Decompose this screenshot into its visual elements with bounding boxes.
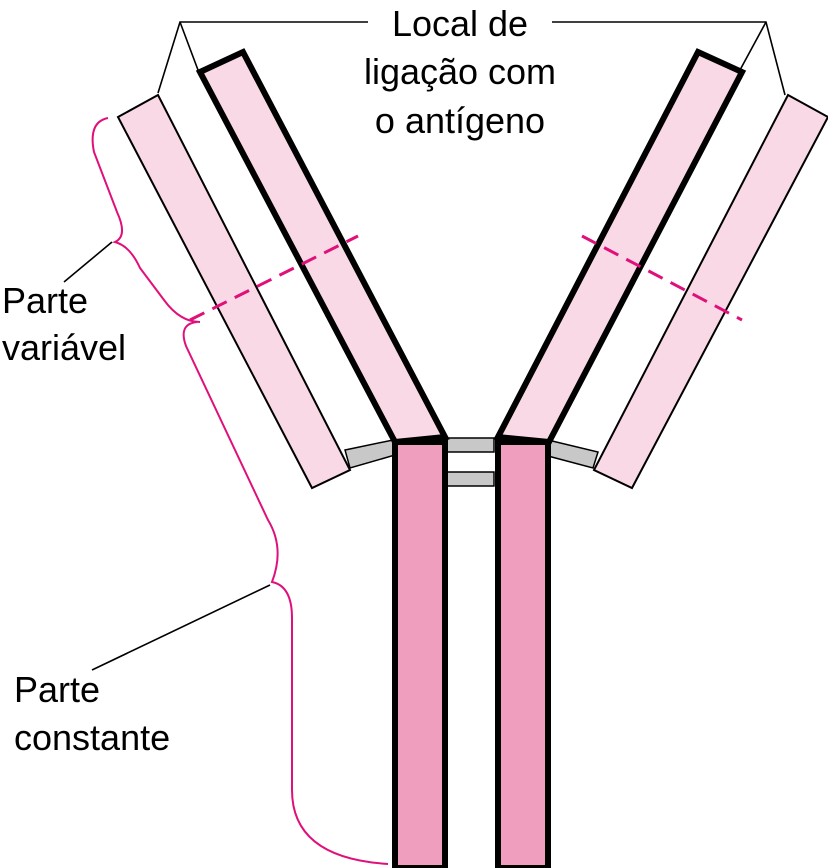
variable-constant-boundaries: [189, 234, 743, 322]
disulfide-bridge-left-light: [344, 439, 396, 469]
binding-site-fork-right: [739, 21, 767, 71]
heavy-chain-left-arm: [195, 48, 450, 446]
braces: [91, 117, 389, 865]
binding-site-leader-right: [552, 21, 786, 96]
labels: Local de ligação com o antígeno Parte va…: [2, 3, 556, 758]
constant-part-leader: [91, 584, 271, 671]
binding-site-label-line-3: o antígeno: [375, 100, 545, 141]
boundary-dashed-line-left: [189, 234, 359, 322]
constant-part-brace: [182, 321, 389, 865]
binding-site-label-line-2: ligação com: [364, 51, 556, 92]
binding-site-label-line-1: Local de: [392, 3, 528, 44]
heavy-chain-right-stem: [495, 439, 551, 868]
constant-part-label-line-2: constante: [14, 717, 170, 758]
light-chain-right: [592, 93, 828, 490]
light-chains: [116, 93, 828, 490]
variable-part-label-line-1: Parte: [2, 280, 88, 321]
disulfide-bridges: [344, 437, 599, 487]
variable-part-brace: [91, 117, 201, 323]
heavy-chain-left-stem: [392, 439, 448, 868]
leader-lines: [63, 21, 786, 671]
disulfide-bridge-right-light: [547, 439, 599, 469]
light-chain-left: [116, 93, 352, 490]
heavy-chains-constant: [392, 439, 551, 868]
binding-site-fork-left: [179, 21, 199, 71]
boundary-dashed-line-right: [581, 234, 743, 322]
disulfide-bridge-hinge-top: [446, 437, 495, 453]
variable-part-leader: [63, 241, 113, 283]
binding-site-leader-left: [157, 21, 368, 94]
constant-part-label-line-1: Parte: [14, 669, 100, 710]
variable-part-label-line-2: variável: [2, 327, 126, 368]
disulfide-bridge-hinge-bottom: [446, 471, 495, 487]
heavy-chains-variable: [195, 48, 747, 446]
